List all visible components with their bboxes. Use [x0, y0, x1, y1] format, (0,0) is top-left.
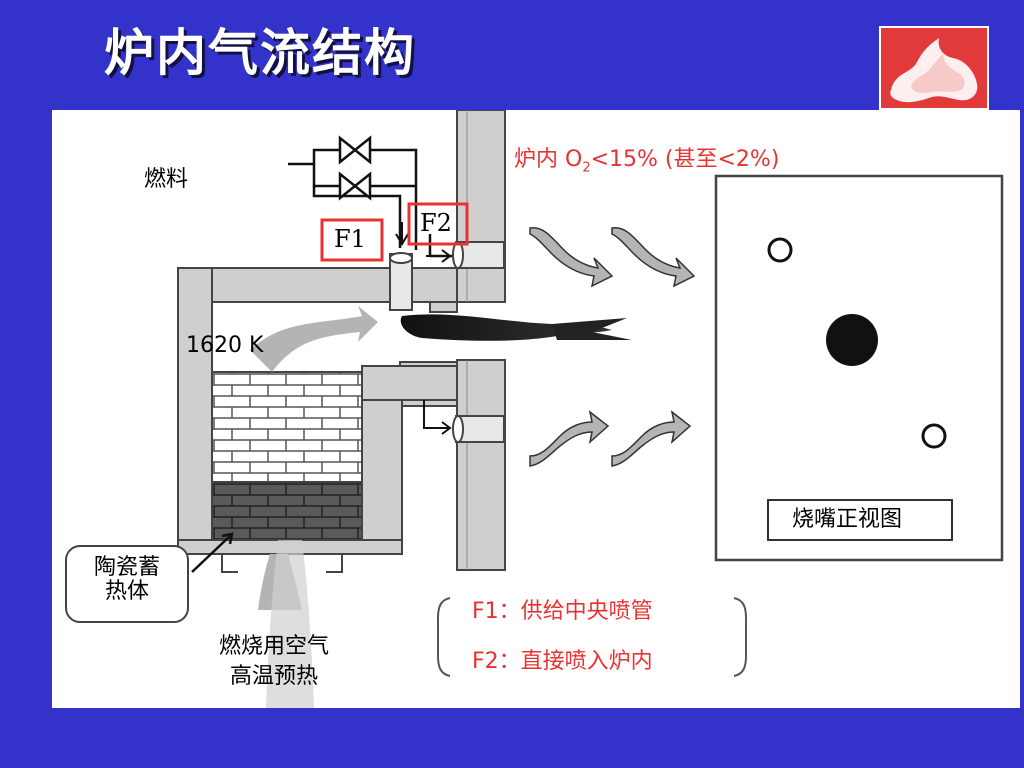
- gas-flow-arrows: [529, 227, 696, 467]
- ceramic-body-label: 陶瓷蓄 热体: [93, 555, 160, 605]
- central-nozzle-port: [826, 314, 878, 366]
- regenerator-housing: [177, 267, 458, 555]
- temperature-label: 1620 K: [186, 333, 264, 358]
- burner-front-view-label: 烧嘴正视图: [792, 507, 903, 532]
- preheated-air-label: 燃烧用空气 高温预热: [218, 634, 329, 689]
- furnace-wall: [456, 110, 506, 571]
- nozzle-f1-label: F1: [334, 225, 366, 253]
- slide-title: 炉内气流结构: [104, 24, 416, 82]
- f1-highlight-box: [320, 218, 384, 262]
- burner-front-view: [714, 174, 1004, 562]
- nozzle-port-bottom: [921, 423, 947, 449]
- valve-icon: [338, 135, 372, 201]
- flame-logo-icon: [879, 26, 989, 110]
- furnace-o2-label: 炉内 O2<15% (甚至<2%): [514, 147, 780, 176]
- nozzle-f2-label: F2: [420, 209, 452, 237]
- ceramic-regenerator-bricks: [211, 371, 363, 483]
- fuel-label: 燃料: [144, 167, 189, 192]
- ceramic-regenerator-bricks-hot: [211, 481, 363, 541]
- legend-f2: F2：直接喷入炉内: [472, 649, 653, 674]
- nozzle-port-top: [767, 237, 793, 263]
- furnace-diagram: 燃料 1620 K 炉内 O2<15% (甚至<2%) F1 F2 陶瓷蓄 热体…: [52, 110, 1020, 708]
- f2-highlight-box: [407, 202, 469, 246]
- legend-f1: F1：供给中央喷管: [472, 599, 653, 624]
